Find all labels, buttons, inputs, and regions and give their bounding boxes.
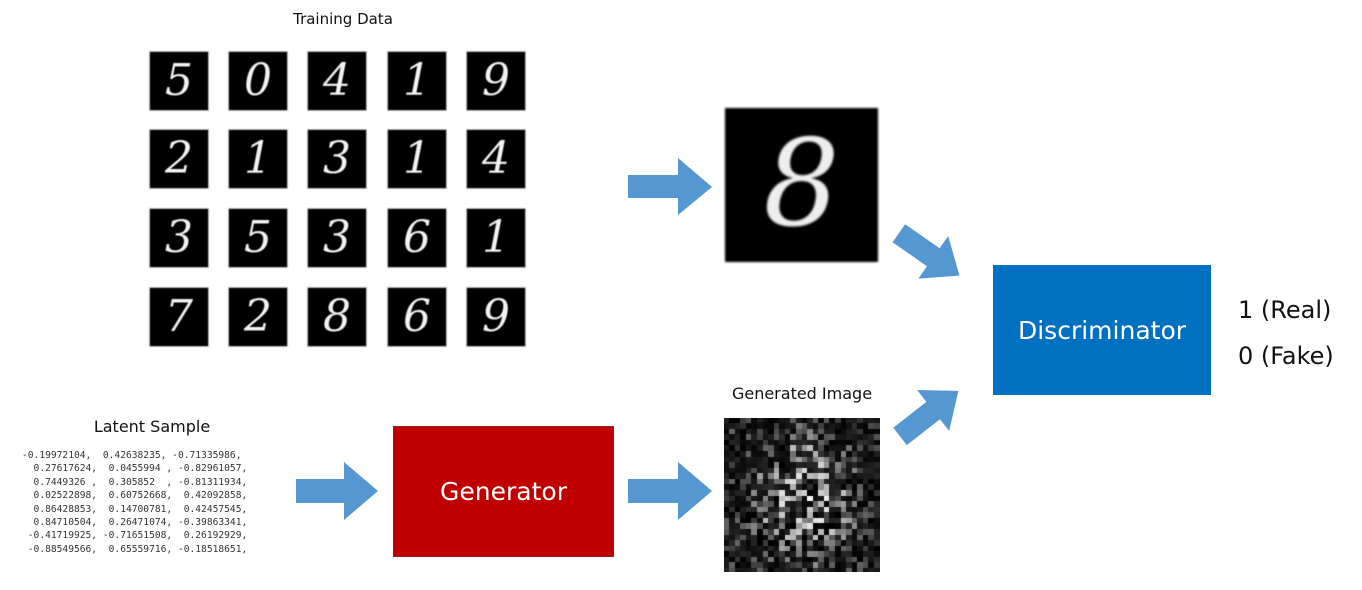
latent-line: 0.86428853, 0.14700781, 0.42457545,: [22, 503, 248, 515]
training-digit-tile: 2: [149, 129, 209, 189]
generator-box: Generator: [393, 426, 614, 557]
training-digit-tile: 5: [228, 208, 288, 268]
arrow-real-to-discriminator: [892, 224, 960, 279]
output-real: 1 (Real): [1238, 296, 1332, 324]
latent-line: -0.19972104, 0.42638235, -0.71335986,: [22, 450, 242, 461]
latent-line: 0.02522898, 0.60752668, 0.42092858,: [22, 490, 248, 502]
training-digit-tile: 1: [387, 51, 447, 111]
generated-image-label: Generated Image: [731, 384, 873, 403]
training-digit-tile: 8: [307, 287, 367, 347]
training-digit-tile: 3: [307, 208, 367, 268]
training-digit-tile: 1: [387, 129, 447, 189]
latent-line: 0.84710504, 0.26471074, -0.39863341,: [22, 517, 248, 529]
real-sample-image: 8: [725, 108, 878, 262]
generated-image: [724, 418, 880, 572]
training-digit-tile: 5: [149, 51, 209, 111]
latent-sample-values: -0.19972104, 0.42638235, -0.71335986, 0.…: [22, 449, 247, 556]
generator-label: Generator: [440, 477, 567, 506]
training-digit-tile: 4: [307, 51, 367, 111]
arrow-latent-to-generator: [296, 462, 378, 520]
training-digit-tile: 6: [387, 208, 447, 268]
arrow-generated-to-discriminator: [893, 390, 959, 446]
training-digit-tile: 7: [149, 287, 209, 347]
latent-line: -0.88549566, 0.65559716, -0.18518651,: [22, 543, 248, 555]
latent-line: -0.41719925, -0.71651508, 0.26192929,: [22, 530, 248, 542]
latent-line: 0.7449326 , 0.305852 , -0.81311934,: [22, 476, 248, 488]
training-digit-tile: 9: [466, 287, 526, 347]
training-digit-tile: 4: [466, 129, 526, 189]
arrow-generator-to-image: [628, 462, 712, 520]
training-data-title: Training Data: [293, 10, 393, 28]
training-digit-tile: 3: [307, 129, 367, 189]
discriminator-label: Discriminator: [1017, 315, 1187, 345]
training-digit-tile: 0: [228, 51, 288, 111]
training-digit-tile: 1: [466, 208, 526, 268]
training-digit-tile: 3: [149, 208, 209, 268]
training-digit-tile: 9: [466, 51, 526, 111]
training-digit-tile: 6: [387, 287, 447, 347]
output-fake: 0 (Fake): [1238, 342, 1334, 370]
latent-sample-label: Latent Sample: [93, 417, 211, 436]
latent-line: 0.27617624, 0.0455994 , -0.82961057,: [22, 463, 248, 475]
arrow-data-to-real: [628, 158, 712, 215]
training-digit-tile: 1: [228, 129, 288, 189]
discriminator-box: Discriminator: [993, 265, 1211, 395]
training-digit-tile: 2: [228, 287, 288, 347]
